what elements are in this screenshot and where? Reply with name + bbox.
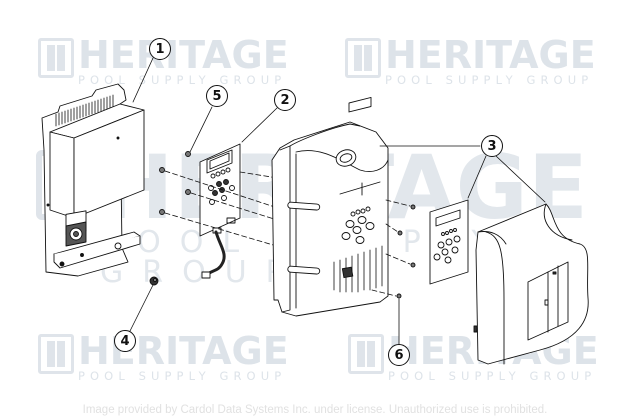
callout-label: 1 [155, 41, 165, 57]
pcb-part [159, 143, 291, 279]
callout-3: 3 [481, 135, 503, 157]
callout-4: 4 [114, 330, 136, 352]
callout-label: 6 [394, 347, 404, 363]
callout-label: 2 [280, 92, 290, 108]
copyright-notice: Image provided by Cardol Data Systems In… [82, 404, 548, 416]
callout-label: 4 [120, 333, 130, 349]
callout-label: 5 [212, 88, 222, 104]
strain-relief-nut-part [149, 276, 159, 286]
keypad-overlay-part [429, 199, 469, 285]
callout-6: 6 [388, 344, 410, 366]
callout-1: 1 [149, 38, 171, 60]
callout-5: 5 [206, 85, 228, 107]
front-housing-part [271, 97, 416, 317]
front-cover-part [473, 203, 589, 365]
power-supply-part [41, 83, 145, 277]
callout-label: 3 [487, 138, 497, 154]
leader-lines [129, 57, 546, 345]
callout-2: 2 [274, 89, 296, 111]
